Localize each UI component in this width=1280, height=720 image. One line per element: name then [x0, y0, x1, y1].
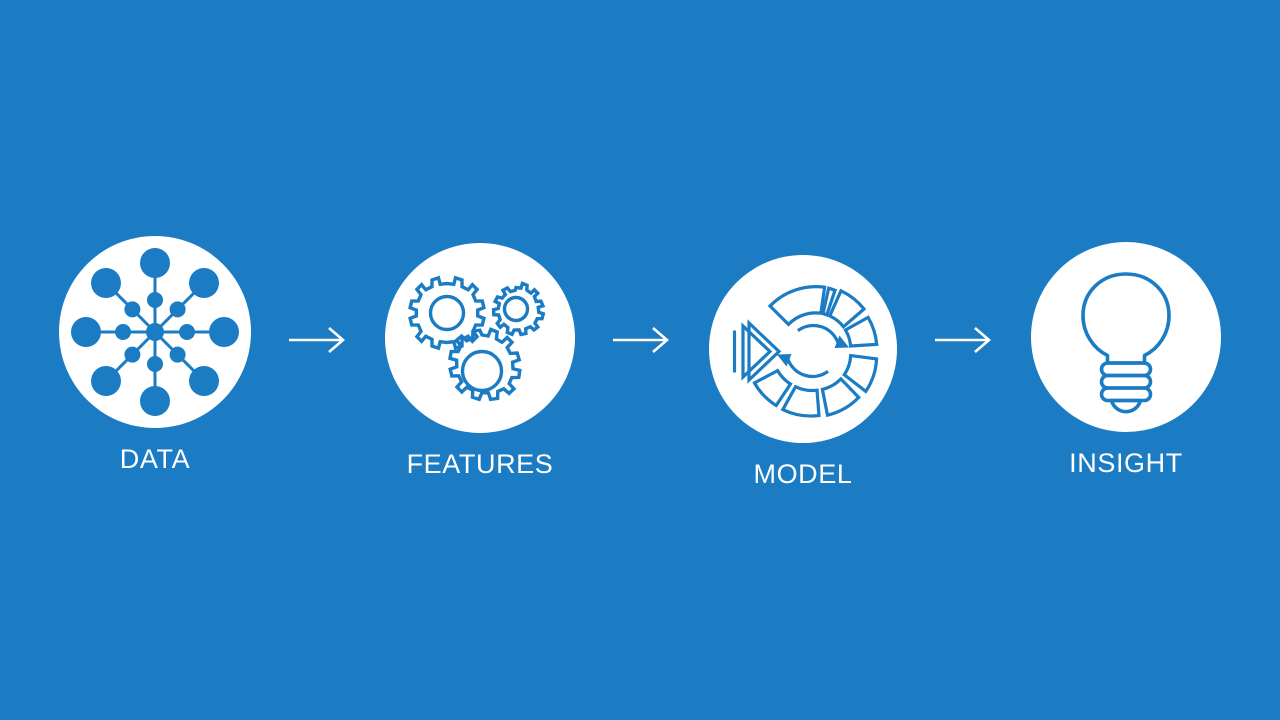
step-model-label: MODEL — [753, 458, 853, 489]
step-insight-label: INSIGHT — [1069, 447, 1183, 478]
step-data-disc — [59, 235, 251, 428]
step-data[interactable]: DATA — [59, 235, 251, 474]
arrow-right-icon — [613, 327, 669, 353]
connector-features-to-model — [575, 326, 709, 354]
step-data-label: DATA — [119, 443, 191, 474]
lightbulb-icon — [1081, 271, 1171, 413]
arrow-right-icon — [935, 327, 991, 353]
connector-model-to-insight — [897, 326, 1031, 354]
model-process-icon — [732, 284, 879, 418]
step-features-label: FEATURES — [406, 448, 554, 479]
step-model-disc — [709, 254, 897, 443]
step-model[interactable]: MODEL — [709, 254, 897, 489]
step-features-disc — [385, 242, 575, 433]
step-features[interactable]: FEATURES — [385, 242, 575, 479]
network-nodes-icon — [71, 247, 239, 416]
connector-data-to-features — [251, 326, 385, 354]
arrow-right-icon — [289, 327, 345, 353]
step-insight-disc — [1031, 241, 1221, 432]
step-insight[interactable]: INSIGHT — [1031, 241, 1221, 478]
gears-icon — [408, 275, 546, 402]
